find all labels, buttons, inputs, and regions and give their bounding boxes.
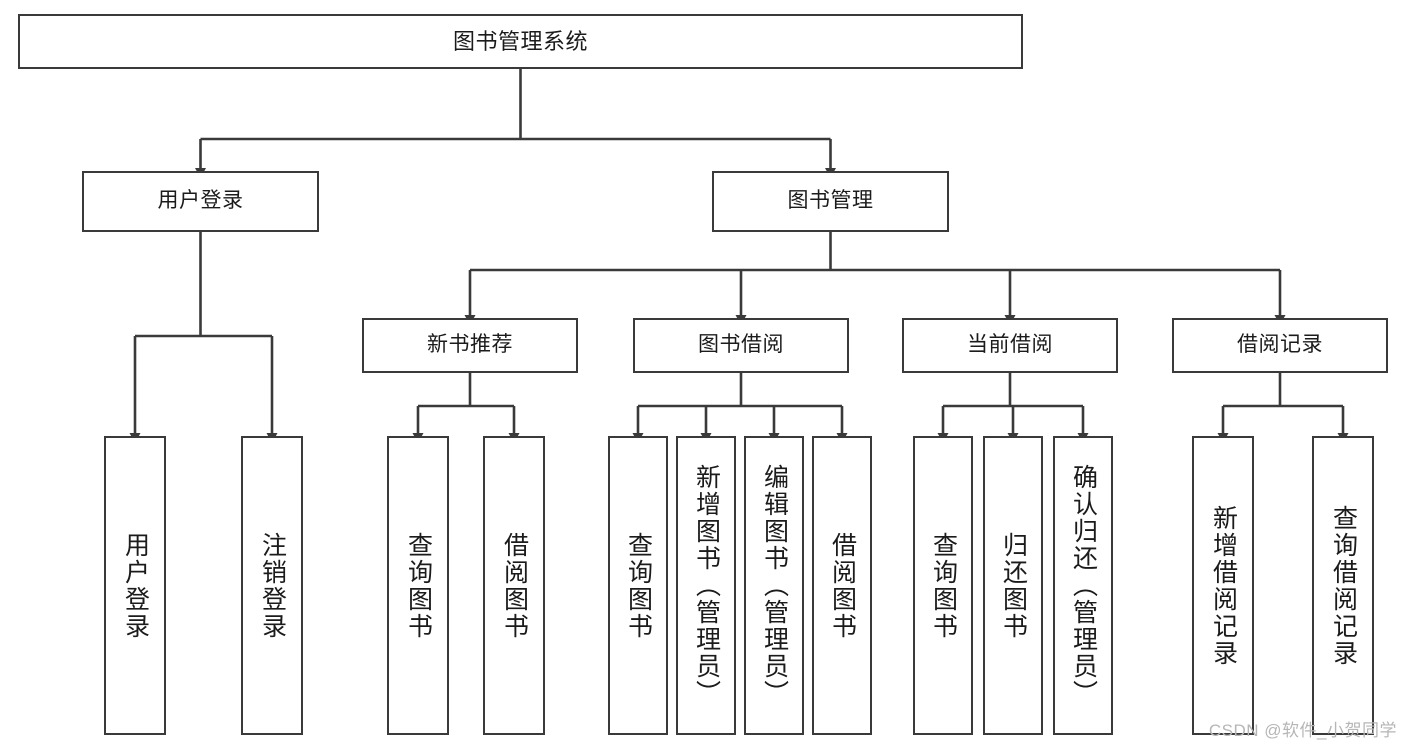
- node-label-book-borrow: 图书借阅: [698, 333, 784, 357]
- node-leaf-add-borrow-record[interactable]: 新增借阅记录: [1192, 436, 1254, 735]
- node-label-root: 图书管理系统: [452, 28, 588, 54]
- node-leaf-query-book-rec[interactable]: 查询图书: [387, 436, 449, 735]
- node-label-leaf-borrow-book: 借阅图书: [828, 531, 857, 640]
- node-label-leaf-query-book-rec: 查询图书: [404, 531, 433, 640]
- node-leaf-query-book-borrow[interactable]: 查询图书: [608, 436, 668, 735]
- node-label-new-book-recommend: 新书推荐: [427, 333, 513, 357]
- node-leaf-query-book-current[interactable]: 查询图书: [913, 436, 973, 735]
- watermark-text: CSDN @软件_小贺同学: [1208, 721, 1397, 740]
- node-root[interactable]: 图书管理系统: [18, 14, 1023, 69]
- node-leaf-add-book-admin[interactable]: 新增图书（管理员）: [676, 436, 736, 735]
- node-current-borrow[interactable]: 当前借阅: [902, 318, 1118, 373]
- node-borrow-record[interactable]: 借阅记录: [1172, 318, 1388, 373]
- node-label-leaf-add-borrow-record: 新增借阅记录: [1209, 504, 1238, 667]
- node-label-current-borrow: 当前借阅: [967, 333, 1053, 357]
- node-label-leaf-query-book-borrow: 查询图书: [624, 531, 653, 640]
- node-leaf-query-borrow-record[interactable]: 查询借阅记录: [1312, 436, 1374, 735]
- node-leaf-borrow-book[interactable]: 借阅图书: [812, 436, 872, 735]
- node-leaf-user-login[interactable]: 用户登录: [104, 436, 166, 735]
- node-label-leaf-user-login: 用户登录: [121, 531, 150, 640]
- node-label-leaf-borrow-book-rec: 借阅图书: [500, 531, 529, 640]
- node-leaf-edit-book-admin[interactable]: 编辑图书（管理员）: [744, 436, 804, 735]
- node-label-user-login: 用户登录: [157, 189, 244, 213]
- node-leaf-return-book[interactable]: 归还图书: [983, 436, 1043, 735]
- node-label-leaf-edit-book-admin: 编辑图书（管理员）: [760, 464, 789, 707]
- node-label-leaf-query-book-current: 查询图书: [929, 531, 958, 640]
- node-leaf-borrow-book-rec[interactable]: 借阅图书: [483, 436, 545, 735]
- node-new-book-recommend[interactable]: 新书推荐: [362, 318, 578, 373]
- node-label-borrow-record: 借阅记录: [1237, 333, 1323, 357]
- node-label-leaf-user-logout: 注销登录: [258, 531, 287, 640]
- node-book-manage[interactable]: 图书管理: [712, 171, 949, 232]
- node-user-login[interactable]: 用户登录: [82, 171, 319, 232]
- node-label-leaf-confirm-return-admin: 确认归还（管理员）: [1069, 464, 1098, 707]
- node-leaf-confirm-return-admin[interactable]: 确认归还（管理员）: [1053, 436, 1113, 735]
- node-label-leaf-return-book: 归还图书: [999, 531, 1028, 640]
- node-label-leaf-query-borrow-record: 查询借阅记录: [1329, 504, 1358, 667]
- node-label-book-manage: 图书管理: [787, 189, 874, 213]
- node-leaf-user-logout[interactable]: 注销登录: [241, 436, 303, 735]
- node-label-leaf-add-book-admin: 新增图书（管理员）: [692, 464, 721, 707]
- node-book-borrow[interactable]: 图书借阅: [633, 318, 849, 373]
